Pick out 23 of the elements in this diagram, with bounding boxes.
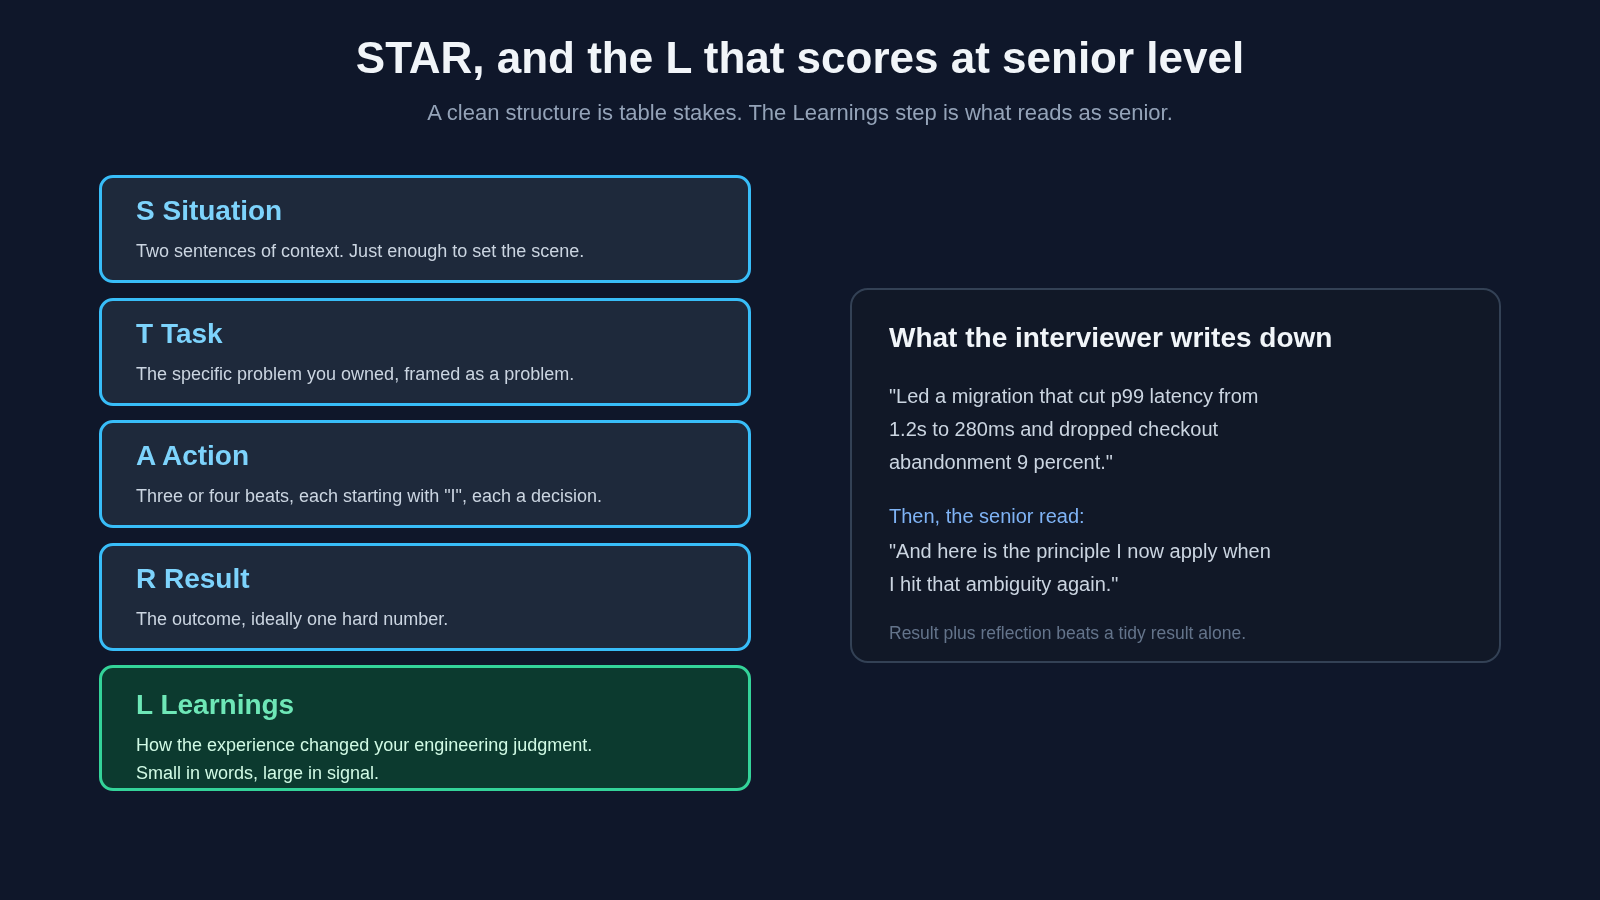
quote-text: "And here is the principle I now apply when I hit that ambiguity again." xyxy=(889,539,1272,597)
step-description: How the experience changed your engineering judgment. Small in words, large in signal. xyxy=(136,734,594,785)
step-description: Three or four beats, each starting with "I", each a decision. xyxy=(136,485,603,508)
quote-text: "Led a migration that cut p99 latency from 1.2s to 280ms and dropped checkout abandonment 9 percent." xyxy=(889,384,1260,475)
section-label: Then, the senior read: xyxy=(889,504,1085,529)
step-heading: A Action xyxy=(136,439,250,473)
step-description: The outcome, ideally one hard number. xyxy=(136,608,449,631)
subtitle: A clean structure is table stakes. The Learnings step is what reads as senior. xyxy=(427,100,1173,125)
step-card xyxy=(99,665,751,791)
footnote-text: Result plus reflection beats a tidy result alone. xyxy=(889,622,1246,645)
step-card xyxy=(99,543,751,651)
notes-panel xyxy=(850,288,1501,663)
step-description: The specific problem you owned, framed as a problem. xyxy=(136,363,575,386)
panel-heading: What the interviewer writes down xyxy=(889,321,1333,355)
step-card xyxy=(99,175,751,283)
step-heading: L Learnings xyxy=(136,688,295,722)
step-card xyxy=(99,298,751,406)
step-heading: R Result xyxy=(136,562,250,596)
step-heading: T Task xyxy=(136,317,223,351)
step-card xyxy=(99,420,751,528)
step-heading: S Situation xyxy=(136,194,283,228)
page-title: STAR, and the L that scores at senior level xyxy=(355,33,1245,82)
step-description: Two sentences of context. Just enough to set the scene. xyxy=(136,240,585,263)
